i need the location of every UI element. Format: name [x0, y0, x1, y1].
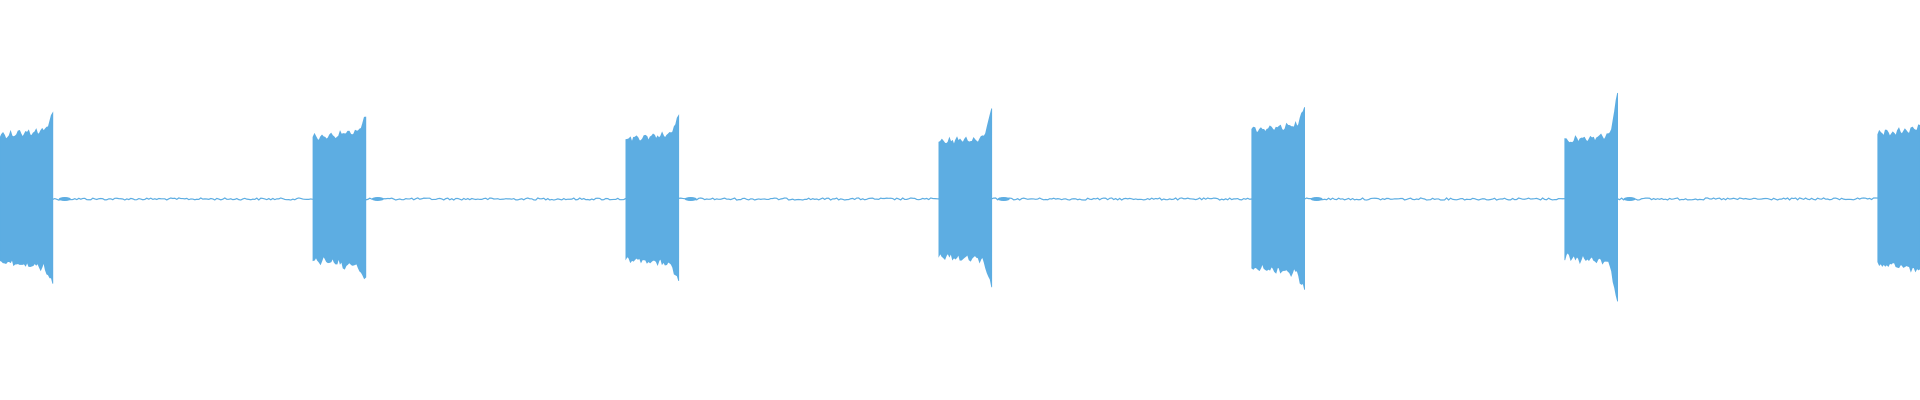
waveform-burst — [1877, 124, 1920, 273]
baseline-segment — [678, 197, 939, 201]
waveform-burst — [1564, 92, 1618, 302]
waveform-burst — [0, 111, 54, 284]
waveform-burst — [625, 114, 680, 282]
baseline-segment — [365, 197, 627, 201]
waveform-burst — [1251, 107, 1305, 290]
baseline-segment — [52, 197, 313, 201]
baseline-blip — [58, 197, 71, 201]
waveform-baseline — [52, 197, 1878, 201]
baseline-blip — [371, 197, 384, 201]
baseline-segment — [1304, 197, 1565, 201]
waveform-burst — [312, 116, 367, 280]
baseline-blip — [997, 197, 1010, 201]
baseline-segment — [991, 197, 1252, 201]
baseline-blip — [684, 197, 697, 201]
baseline-blip — [1623, 197, 1636, 201]
waveform-burst — [938, 108, 993, 288]
baseline-segment — [1617, 197, 1878, 201]
baseline-blip — [1310, 197, 1323, 201]
waveform-bursts — [0, 92, 1920, 302]
